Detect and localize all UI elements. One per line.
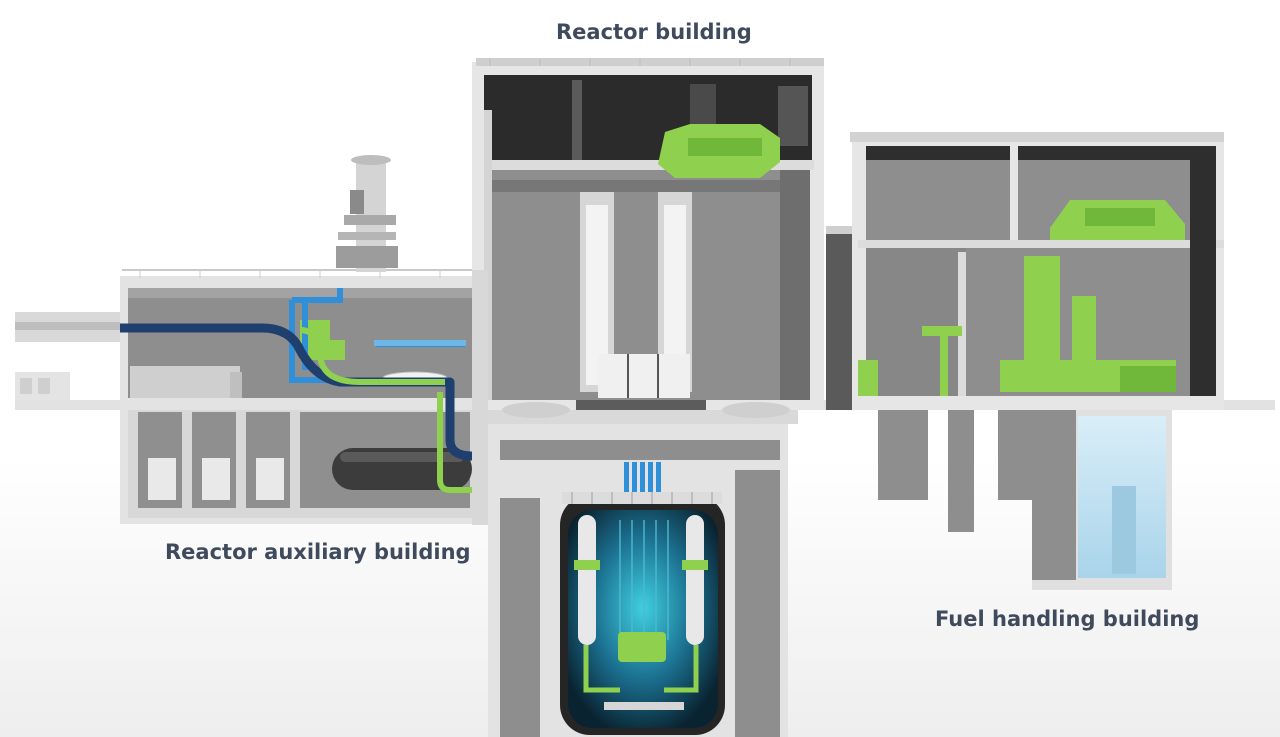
reactor-vessel bbox=[560, 462, 725, 735]
internal-steam-generator bbox=[578, 515, 596, 645]
reactor-auxiliary-building bbox=[120, 155, 633, 524]
control-rod-drives bbox=[624, 462, 661, 492]
structural-pillar bbox=[472, 270, 488, 525]
injection-pipe bbox=[299, 327, 560, 493]
reactor-building-label: Reactor building bbox=[556, 20, 752, 44]
reactor-building bbox=[472, 58, 824, 737]
ventilation-stack bbox=[336, 155, 398, 272]
reactor-core bbox=[618, 632, 666, 662]
fuel-handling-building-label: Fuel handling building bbox=[935, 607, 1200, 631]
fuel-handling-machine bbox=[858, 256, 1176, 396]
internal-steam-generator bbox=[686, 515, 704, 645]
fuel-handling-building bbox=[826, 132, 1224, 590]
reactor-auxiliary-building-label: Reactor auxiliary building bbox=[165, 540, 471, 564]
external-pipe-rack bbox=[15, 312, 125, 400]
primary-coolant-pipe bbox=[120, 323, 633, 480]
